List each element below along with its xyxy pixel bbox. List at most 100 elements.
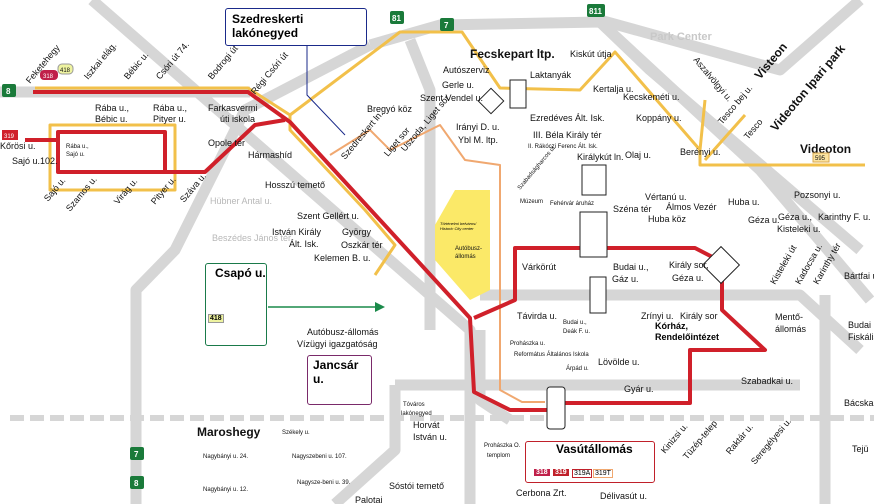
stop-label: Ybl M. ltp.	[458, 135, 498, 145]
stop-label: Nagybányi u. 24.	[203, 454, 248, 460]
stop-label: Rába u.,	[95, 103, 129, 113]
stop-laktanyak[interactable]	[509, 79, 527, 109]
stop-label: Nagybányi u. 12.	[203, 487, 248, 493]
stop-label: István u.	[413, 432, 447, 442]
callout-szedreskert-title: Szedreskerti lakónegyed	[232, 12, 304, 40]
bus-station-label-1: Autóbusz-	[455, 246, 482, 252]
stop-label: Autószerviz	[443, 65, 490, 75]
stop-szena-ter[interactable]	[579, 211, 608, 258]
road-shields: 8 81 7 811 7 8	[2, 4, 605, 489]
stop-label: Ezredéves Ált. Isk.	[530, 113, 605, 123]
callout-jancsar: Jancsár u.	[307, 355, 372, 405]
stop-label: Múzeum	[520, 199, 543, 205]
stop-label: Budai u.,	[613, 262, 649, 272]
stop-label: Huba köz	[648, 214, 687, 224]
stop-label: Kőrösi u.	[0, 141, 36, 151]
bus-station-label-2: állomás	[455, 254, 476, 260]
callout-vasut-title: Vasútállomás	[556, 442, 633, 456]
route-badge-319	[2, 130, 18, 140]
stop-label: Bodrogi út	[206, 43, 240, 81]
stop-label: III. Béla Király tér	[533, 130, 602, 140]
route-badge: 318	[534, 469, 550, 476]
stop-label: Farkasvermi	[208, 103, 258, 113]
route-badge-595: 595	[815, 156, 826, 162]
stop-label: Sajó u.	[66, 152, 85, 158]
stop-label: Tejü	[852, 444, 869, 454]
district-maroshegy: Maroshegy	[197, 425, 261, 439]
svg-text:7: 7	[444, 21, 449, 30]
svg-text:8: 8	[6, 87, 11, 96]
route-318-319-lines	[25, 90, 767, 412]
stop-budai-gaz[interactable]	[589, 276, 607, 314]
callout-line	[306, 45, 346, 136]
stop-label: Oszkár tér	[341, 240, 383, 250]
stop-label: Tüzép-telep	[681, 418, 719, 461]
stop-label: Budai u.	[848, 320, 874, 330]
stop-label: Ált. Isk.	[289, 239, 319, 249]
stop-label: Pityer u.	[153, 114, 186, 124]
stop-label: Berényi u.	[680, 147, 721, 157]
hospital-label-1: Kórház,	[655, 321, 688, 331]
stop-label: Palotai	[355, 495, 383, 504]
stop-label: Laktanyák	[530, 70, 572, 80]
stop-label: István Király	[272, 227, 322, 237]
stop-label: Aszalvölgyi u.	[691, 55, 734, 104]
stop-label: Lövölde u.	[598, 357, 640, 367]
stop-label: Vértanú u.	[645, 192, 687, 202]
stop-label: Vízügyi igazgatóság	[297, 339, 378, 349]
route-badge-318	[40, 70, 58, 80]
stop-label: Rába u.,	[66, 144, 89, 150]
stop-label: Irányi D. u.	[456, 122, 500, 132]
stop-label: Hosszú temető	[265, 180, 325, 190]
svg-text:81: 81	[392, 14, 401, 23]
svg-text:8: 8	[134, 479, 139, 488]
stop-label: Kiskút útja	[570, 49, 612, 59]
stop-label: Autóbusz-állomás	[307, 327, 379, 337]
stop-label: Tesco	[742, 117, 765, 141]
stop-label: Karinthy F. u.	[818, 212, 871, 222]
stop-label: Szabadságharcos út	[517, 145, 557, 191]
callout-szedreskert: Szedreskerti lakónegyed	[225, 8, 367, 46]
stop-label: Református Általános Iskola	[514, 351, 589, 358]
stop-label: Királykút ln.	[577, 152, 624, 162]
stop-label: Deák F. u.	[563, 329, 590, 335]
stop-label: Iszkai elág.	[82, 40, 119, 81]
stop-label: Árpád u.	[566, 365, 589, 372]
route-badge: 319	[553, 469, 569, 476]
stop-label: Tóváros	[403, 402, 425, 408]
route-badge-318-label: 318	[43, 74, 54, 80]
stop-label: Olaj u.	[625, 150, 651, 160]
stop-label: Huba u.	[728, 197, 760, 207]
stop-label: Délivasút u.	[600, 491, 647, 501]
stop-label: II. Rákóczi Ferenc Ált. Isk.	[528, 143, 598, 150]
stop-label: Távirda u.	[517, 311, 557, 321]
route-badge-418	[57, 63, 74, 75]
callout-csapo: Csapó u. 418	[205, 263, 267, 346]
stop-label: Seregélyesi u.	[749, 416, 793, 466]
stop-label: Szabadkai u.	[741, 376, 793, 386]
stop-kiralykut[interactable]	[581, 164, 607, 196]
stop-label: Király sor,	[669, 260, 709, 270]
stop-label: Álmos Vezér	[666, 202, 717, 212]
stop-label: Géza u.	[672, 273, 704, 283]
stop-label: Szedreskert ln.	[339, 109, 385, 161]
callout-vasutallomas: Vasútállomás 318 319 319A 319T	[525, 441, 655, 483]
stop-label: Koppány u.	[636, 113, 682, 123]
stop-label: Prohászka O.	[484, 443, 521, 449]
district-fecskepart: Fecskepart ltp.	[470, 47, 555, 61]
stop-label: Nagysze-beni u. 39.	[297, 480, 351, 486]
stop-label: Szent Gellért u.	[297, 211, 359, 221]
stop-label: Székely u.	[282, 430, 310, 436]
stop-label: Kelemen B. u.	[314, 253, 371, 263]
stop-label: Fehérvár áruház	[550, 201, 594, 207]
railway-station-hub[interactable]	[546, 386, 566, 430]
stop-szent-vendel[interactable]	[477, 87, 505, 115]
stop-label: György	[342, 227, 372, 237]
stop-kiraly-sor[interactable]	[701, 245, 741, 285]
stop-label: Mentő-	[775, 312, 803, 322]
route-badge: 319T	[593, 469, 613, 478]
stop-label: Sóstói temető	[389, 481, 444, 491]
svg-text:7: 7	[134, 450, 139, 459]
stop-label: Fiskális	[848, 332, 874, 342]
